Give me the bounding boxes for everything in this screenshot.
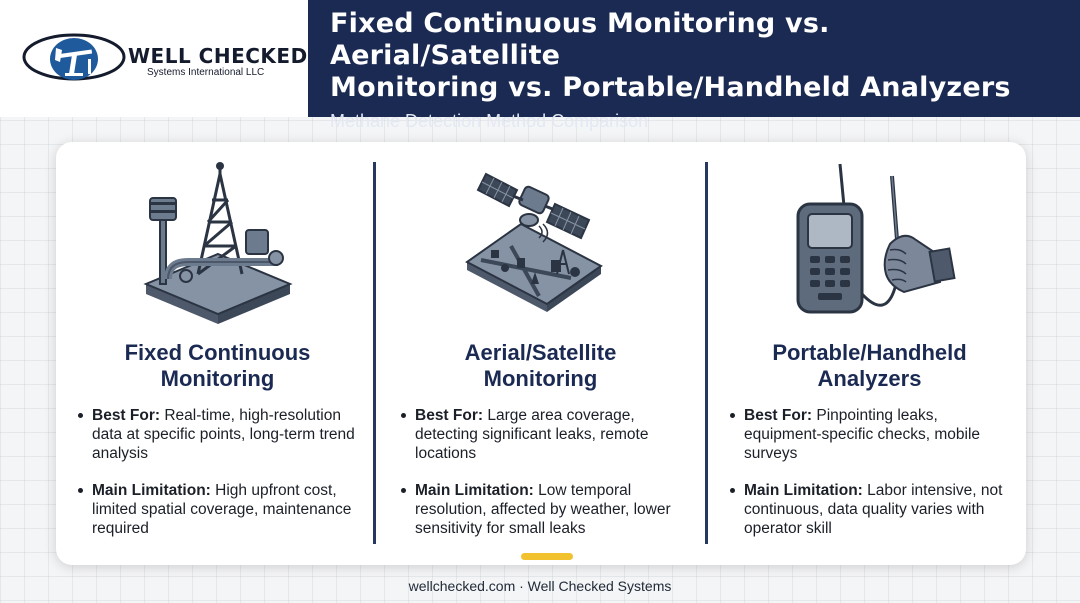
column-fixed-continuous: Fixed Continuous Monitoring Best For: Re… (56, 142, 379, 565)
best-for-item: Best For: Real-time, high-resolution dat… (76, 406, 366, 463)
best-for-text: Pinpointing leaks, equipment-specific ch… (744, 407, 981, 462)
best-for-label: Best For: (92, 407, 161, 424)
column-title-line: Fixed Continuous (124, 340, 311, 365)
footer-text: wellchecked.com · Well Checked Systems (408, 578, 672, 594)
brand-name: WELL CHECKED (128, 44, 308, 68)
main-limitation-text: High upfront cost, limited spatial cover… (92, 482, 352, 537)
main-limitation-text: Low temporal resolution, affected by wea… (415, 482, 671, 537)
handheld-analyzer-icon (796, 163, 956, 314)
satellite-icon (464, 172, 603, 312)
column-title-line: Analyzers (817, 366, 922, 391)
column-aerial-satellite: Aerial/Satellite Monitoring Best For: La… (379, 142, 702, 565)
best-for-text: Real-time, high-resolution data at speci… (92, 407, 355, 462)
page-subtitle: Methane Detection Method Comparison (330, 111, 649, 131)
main-limitation-label: Main Limitation: (92, 482, 211, 499)
main-limitation-item: Main Limitation: High upfront cost, limi… (76, 481, 366, 538)
best-for-item: Best For: Large area coverage, detecting… (399, 406, 689, 463)
brand-subtitle: Systems International LLC (147, 67, 265, 78)
oil-rig-icon (142, 162, 293, 324)
best-for-text: Large area coverage, detecting significa… (415, 407, 649, 462)
column-title: Aerial/Satellite Monitoring (379, 340, 702, 392)
page-title: Fixed Continuous Monitoring vs. Aerial/S… (330, 8, 1058, 104)
best-for-label: Best For: (744, 407, 813, 424)
logo-area: WELL CHECKED Systems International LLC (0, 0, 308, 117)
main-limitation-item: Main Limitation: Low temporal resolution… (399, 481, 689, 538)
oil-pumpjack-logo-icon (22, 33, 126, 81)
comparison-card: Fixed Continuous Monitoring Best For: Re… (56, 142, 1026, 565)
column-title-line: Portable/Handheld (772, 340, 967, 365)
column-details: Best For: Real-time, high-resolution dat… (76, 406, 366, 556)
column-title-line: Aerial/Satellite (464, 340, 617, 365)
illustration-fixed (56, 154, 379, 334)
column-title-line: Monitoring (483, 366, 598, 391)
column-portable-handheld: Portable/Handheld Analyzers Best For: Pi… (708, 142, 1031, 565)
illustration-handheld (708, 154, 1031, 334)
column-divider (373, 162, 376, 544)
main-limitation-text: Labor intensive, not continuous, data qu… (744, 482, 1003, 537)
best-for-label: Best For: (415, 407, 484, 424)
column-title: Portable/Handheld Analyzers (708, 340, 1031, 392)
column-divider (705, 162, 708, 544)
main-limitation-item: Main Limitation: Labor intensive, not co… (728, 481, 1018, 538)
column-title: Fixed Continuous Monitoring (56, 340, 379, 392)
title-line-1: Fixed Continuous Monitoring vs. Aerial/S… (330, 8, 830, 71)
main-limitation-label: Main Limitation: (415, 482, 534, 499)
best-for-item: Best For: Pinpointing leaks, equipment-s… (728, 406, 1018, 463)
header-banner: Fixed Continuous Monitoring vs. Aerial/S… (308, 0, 1080, 131)
accent-bar (521, 553, 573, 560)
column-details: Best For: Large area coverage, detecting… (399, 406, 689, 556)
column-details: Best For: Pinpointing leaks, equipment-s… (728, 406, 1018, 556)
column-title-line: Monitoring (160, 366, 275, 391)
illustration-aerial (379, 154, 702, 334)
title-line-2: Monitoring vs. Portable/Handheld Analyze… (330, 72, 1011, 103)
main-limitation-label: Main Limitation: (744, 482, 863, 499)
